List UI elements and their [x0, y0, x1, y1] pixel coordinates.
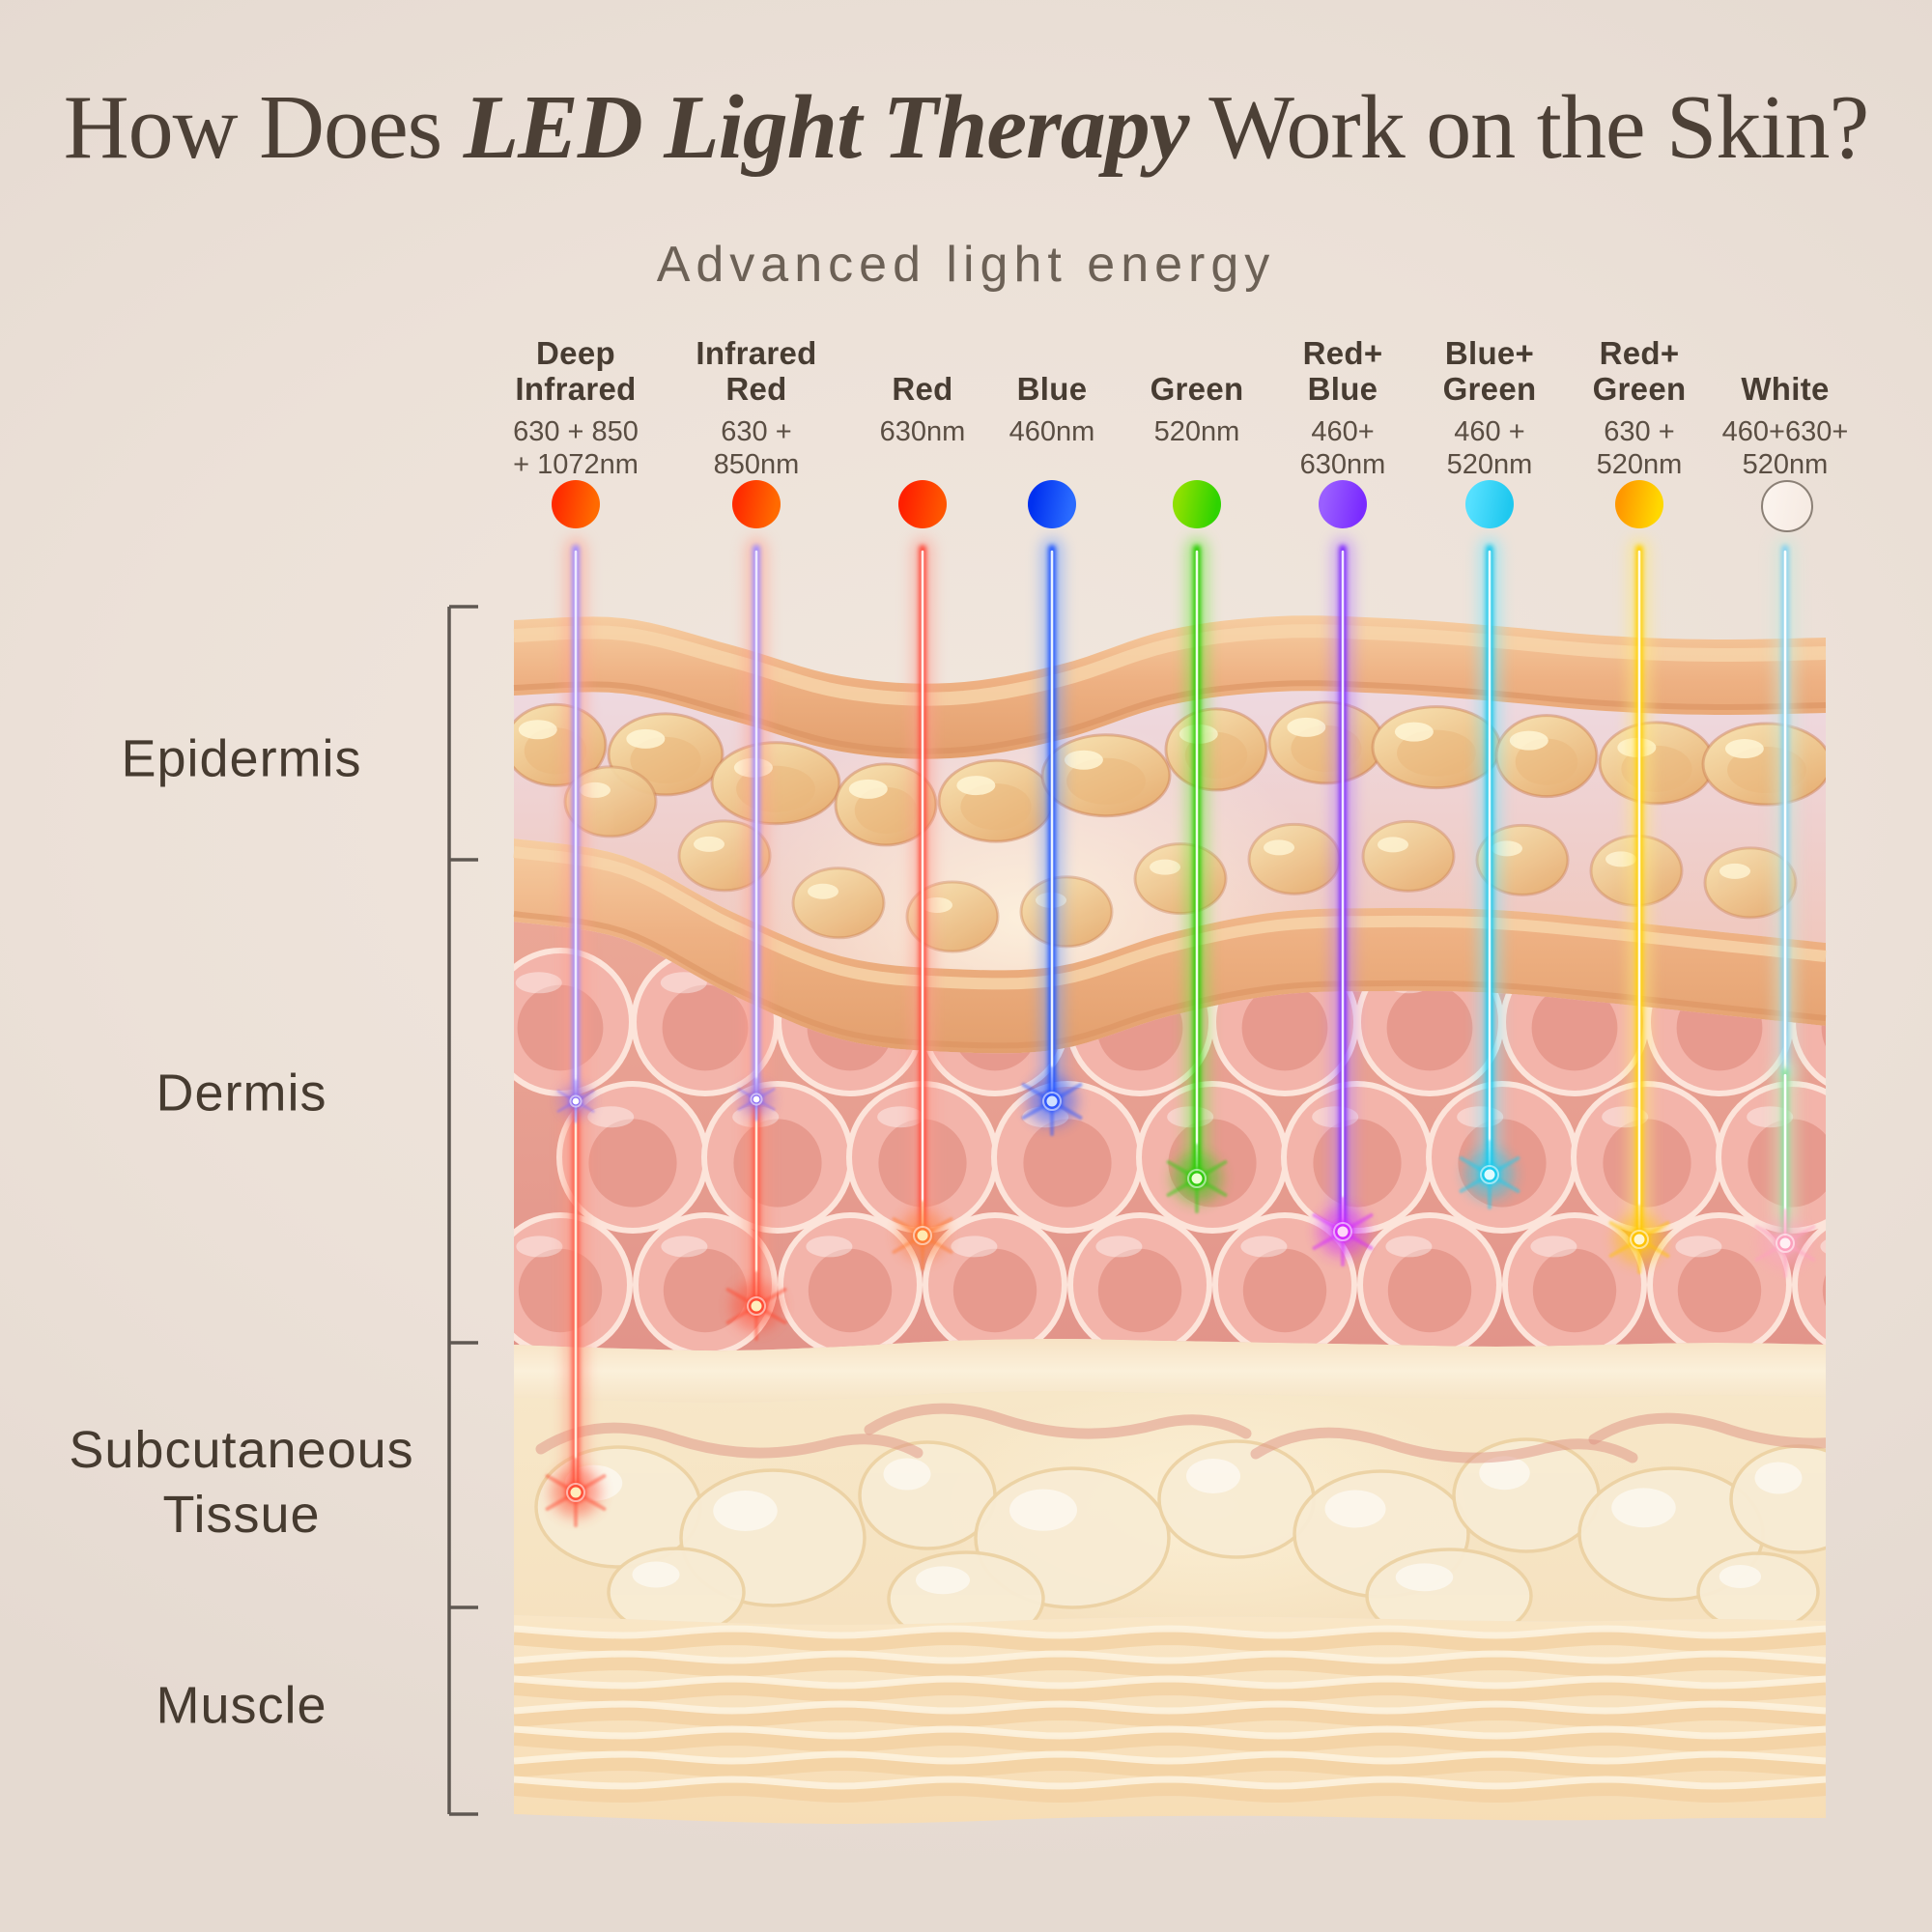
deep-infrared-beam	[545, 537, 607, 1527]
light-name: White	[1741, 371, 1830, 408]
light-name: Blue	[1016, 371, 1088, 408]
red-green-beam	[1608, 537, 1670, 1274]
light-wavelength: 630 + 520nm	[1596, 416, 1683, 481]
light-wavelength: 460+ 630nm	[1299, 416, 1386, 481]
page-title: How Does LED Light Therapy Work on the S…	[0, 75, 1932, 180]
light-wavelength: 460+630+ 520nm	[1721, 416, 1849, 481]
infrared-red-dot	[732, 480, 781, 528]
layer-label-epidermis: Epidermis	[121, 729, 362, 788]
green-dot	[1173, 480, 1221, 528]
light-name: Red+ Green	[1592, 335, 1687, 408]
title-emphasis: LED Light Therapy	[463, 77, 1190, 178]
light-name: Red+ Blue	[1302, 335, 1383, 408]
layer-label-subcutaneous-tissue: Subcutaneous Tissue	[69, 1421, 414, 1544]
deep-infrared-dot	[552, 480, 600, 528]
light-name: Deep Infrared	[515, 335, 637, 408]
title-suffix: Work on the Skin?	[1188, 77, 1869, 178]
light-name: Blue+ Green	[1442, 335, 1537, 408]
blue-dot	[1028, 480, 1076, 528]
light-name: Infrared Red	[696, 335, 817, 408]
light-wavelength: 460 + 520nm	[1446, 416, 1533, 481]
subtitle: Advanced light energy	[656, 237, 1276, 293]
layer-label-dermis: Dermis	[156, 1064, 327, 1122]
light-wavelength: 460nm	[1009, 416, 1095, 447]
white-dot	[1761, 480, 1813, 532]
light-beams	[545, 537, 1816, 1527]
skin-layers	[513, 615, 1827, 1824]
light-wavelength: 630 + 850nm	[713, 416, 800, 481]
light-wavelength: 630nm	[879, 416, 966, 447]
light-name: Green	[1150, 371, 1244, 408]
green-beam	[1166, 537, 1228, 1213]
blue-beam	[1021, 537, 1083, 1136]
red-green-dot	[1615, 480, 1663, 528]
light-wavelength: 630 + 850 + 1072nm	[513, 416, 639, 481]
layer-label-muscle: Muscle	[156, 1676, 327, 1735]
layer-bracket	[447, 605, 478, 1816]
title-prefix: How Does	[63, 77, 464, 178]
infrared-red-beam	[725, 537, 787, 1341]
white-beam	[1754, 537, 1816, 1278]
blue-green-dot	[1465, 480, 1514, 528]
light-wavelength: 520nm	[1153, 416, 1240, 447]
red-blue-dot	[1319, 480, 1367, 528]
red-blue-beam	[1312, 537, 1374, 1266]
red-beam	[892, 537, 953, 1270]
red-dot	[898, 480, 947, 528]
blue-green-beam	[1459, 537, 1520, 1209]
light-name: Red	[892, 371, 953, 408]
